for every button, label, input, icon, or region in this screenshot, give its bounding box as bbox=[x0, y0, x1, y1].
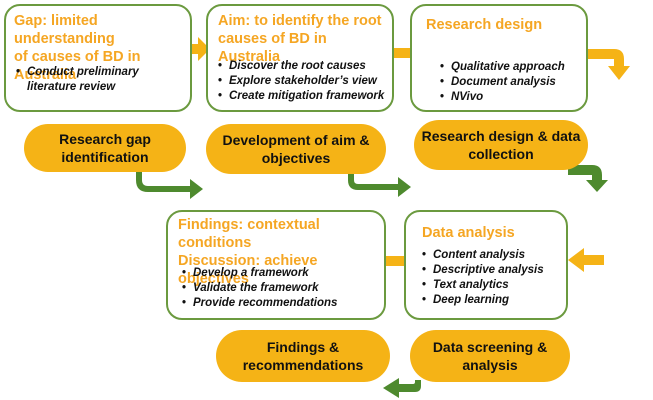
aim-list-item: Explore stakeholder’s view bbox=[218, 74, 394, 89]
arrow-screening-to-findings-stage bbox=[383, 378, 421, 398]
arrow-gap-stage-to-aim-stage bbox=[136, 172, 203, 199]
analysis-list-item: Content analysis bbox=[422, 248, 568, 263]
design-list-item: Qualitative approach bbox=[440, 60, 586, 75]
findings-list-item: Provide recommendations bbox=[182, 296, 382, 311]
arrow-gap-to-aim bbox=[188, 37, 210, 61]
arrow-analysis-to-findings bbox=[568, 248, 604, 272]
data-analysis-box-title: Data analysis bbox=[422, 225, 515, 241]
research-design-box-list: Qualitative approach Document analysis N… bbox=[440, 60, 586, 105]
analysis-list-item: Descriptive analysis bbox=[422, 263, 568, 278]
findings-box-title: Findings: contextual conditions Discussi… bbox=[178, 217, 320, 287]
analysis-list-item: Text analytics bbox=[422, 278, 568, 293]
arrow-design-to-analysis bbox=[588, 49, 630, 80]
analysis-list-item: Deep learning bbox=[422, 293, 568, 308]
stage-research-gap-identification: Research gap identification bbox=[24, 124, 186, 172]
arrow-aim-stage-to-design-stage bbox=[348, 174, 411, 197]
stage-data-screening-analysis: Data screening & analysis bbox=[410, 330, 570, 382]
aim-box-title: Aim: to identify the root causes of BD i… bbox=[218, 13, 382, 65]
design-list-item: NVivo bbox=[440, 90, 586, 105]
gap-box-list: Conduct preliminary literature review bbox=[16, 65, 188, 95]
aim-list-item: Create mitigation framework bbox=[218, 89, 394, 104]
findings-box-list: Develop a framework Validate the framewo… bbox=[182, 266, 382, 311]
findings-list-item: Validate the framework bbox=[182, 281, 382, 296]
findings-box: Findings: contextual conditions Discussi… bbox=[166, 210, 386, 320]
stage-research-design-collection: Research design & data collection bbox=[414, 120, 588, 170]
research-design-box: Research design Qualitative approach Doc… bbox=[410, 4, 588, 112]
aim-box: Aim: to identify the root causes of BD i… bbox=[206, 4, 394, 112]
stage-findings-recommendations: Findings & recommendations bbox=[216, 330, 390, 382]
gap-list-item: Conduct preliminary literature review bbox=[16, 65, 188, 95]
gap-box: Gap: limited understanding of causes of … bbox=[4, 4, 192, 112]
stage-development-of-aim: Development of aim & objectives bbox=[206, 124, 386, 174]
data-analysis-box-list: Content analysis Descriptive analysis Te… bbox=[422, 248, 568, 308]
design-list-item: Document analysis bbox=[440, 75, 586, 90]
research-design-box-title: Research design bbox=[426, 17, 543, 33]
aim-list-item: Discover the root causes bbox=[218, 59, 394, 74]
findings-list-item: Develop a framework bbox=[182, 266, 382, 281]
arrow-design-stage-down bbox=[568, 165, 608, 192]
aim-box-list: Discover the root causes Explore stakeho… bbox=[218, 59, 394, 104]
data-analysis-box: Data analysis Content analysis Descripti… bbox=[404, 210, 568, 320]
